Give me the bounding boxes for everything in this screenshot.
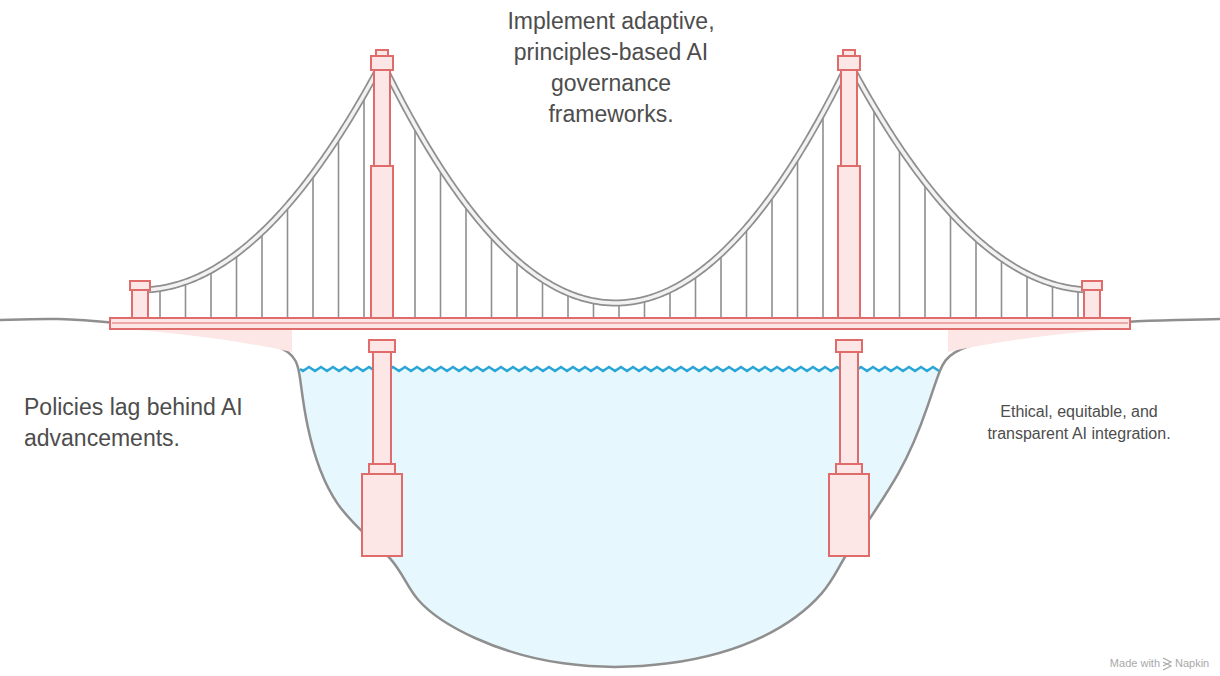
suspender — [1026, 277, 1028, 318]
main-cable-inner — [140, 62, 1092, 303]
suspender — [236, 257, 238, 318]
post-shaft — [1084, 290, 1100, 318]
suspender — [440, 171, 442, 318]
tower-base — [362, 474, 402, 556]
suspender — [465, 207, 467, 318]
post-shaft — [132, 290, 148, 318]
suspender — [363, 98, 365, 318]
suspender — [644, 302, 646, 318]
suspender — [822, 116, 824, 318]
suspender — [746, 230, 748, 318]
outcome-label: Ethical, equitable, and transparent AI i… — [966, 401, 1192, 445]
suspender — [312, 176, 314, 318]
suspender — [210, 273, 212, 318]
suspender — [771, 198, 773, 318]
suspender — [1077, 292, 1079, 318]
tower-base — [829, 474, 869, 556]
tower-lower-shaft — [840, 352, 858, 464]
tower-top — [376, 50, 388, 56]
suspender — [261, 235, 263, 318]
suspender — [797, 160, 799, 318]
tower-collar — [369, 464, 395, 474]
bridge-tower — [362, 50, 402, 556]
tower-collar — [369, 340, 395, 352]
suspender — [414, 128, 416, 318]
tower-upper-shaft — [841, 70, 857, 166]
bridge-tower — [829, 50, 869, 556]
tower-top — [843, 50, 855, 56]
watermark-label: Napkin — [1175, 656, 1209, 670]
tower-collar — [836, 340, 862, 352]
suspender — [542, 282, 544, 318]
suspender — [159, 291, 161, 318]
suspender — [1052, 287, 1054, 318]
deck-line — [112, 322, 1128, 323]
post-cap — [130, 281, 150, 290]
end-post — [1082, 281, 1102, 318]
tower-lower-shaft — [373, 352, 391, 464]
napkin-logo — [1163, 658, 1171, 670]
solution-label: Implement adaptive, principles-based AI … — [493, 6, 729, 130]
suspender — [287, 208, 289, 318]
suspender — [338, 140, 340, 318]
suspender — [899, 150, 901, 318]
suspender — [618, 306, 620, 318]
suspender — [975, 241, 977, 318]
suspender — [950, 216, 952, 318]
suspender — [924, 185, 926, 318]
end-post — [130, 281, 150, 318]
suspender — [873, 110, 875, 318]
tower-cap — [838, 56, 860, 70]
suspender — [720, 257, 722, 318]
problem-label: Policies lag behind AI advancements. — [24, 392, 260, 454]
suspender-cables — [160, 98, 1078, 318]
suspender — [669, 293, 671, 318]
main-cable-outer — [140, 62, 1092, 303]
post-cap — [1082, 281, 1102, 290]
suspender — [695, 278, 697, 318]
tower-upper-shaft — [374, 70, 390, 166]
bridge-deck — [110, 318, 1130, 329]
tower-shaft — [838, 166, 860, 318]
tower-shaft — [371, 166, 393, 318]
suspender — [1001, 261, 1003, 318]
tower-cap — [371, 56, 393, 70]
suspender — [567, 296, 569, 318]
suspender — [593, 304, 595, 318]
suspender — [516, 263, 518, 318]
gorge-outline — [0, 319, 1220, 667]
suspender — [491, 238, 493, 318]
right-abutment — [948, 328, 1128, 352]
watermark-label: Made with — [1110, 656, 1160, 670]
suspender — [185, 285, 187, 318]
tower-collar — [836, 464, 862, 474]
left-abutment — [112, 328, 292, 352]
